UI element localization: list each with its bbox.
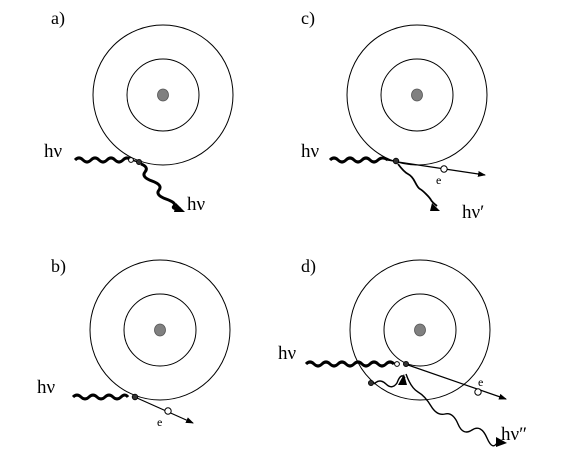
electron-filled (392, 157, 400, 165)
inner-electron (367, 379, 374, 386)
panel-d (304, 259, 507, 447)
panel-c-electron-label: e (436, 173, 442, 187)
ejected-electron (474, 388, 482, 396)
outer-shell (89, 259, 231, 401)
incident-photon-wave (304, 360, 396, 368)
ejected-electron (164, 407, 172, 415)
scattered-photon-arrowhead (430, 203, 440, 211)
inner-shell (380, 58, 454, 132)
inner-shell (126, 58, 200, 132)
panel-b (71, 259, 231, 424)
transition-wave (373, 375, 406, 388)
panel-c (328, 24, 488, 211)
inner-shell (383, 293, 457, 367)
panel-c-scattered-photon-label: hν′ (462, 202, 485, 223)
electron-open (128, 157, 134, 163)
incident-photon-wave (328, 156, 389, 164)
nucleus (157, 88, 169, 102)
panel-b-label: b) (51, 256, 66, 276)
incident-photon-wave (71, 393, 130, 401)
panel-d-incident-photon-label: hν (278, 343, 297, 364)
electron-filled (131, 393, 139, 401)
transition-arrowhead (398, 374, 407, 385)
emitted-photon-arrowhead (174, 203, 185, 212)
panel-a-label: a) (51, 8, 65, 28)
panel-c-label: c) (301, 8, 315, 28)
inner-shell (123, 293, 197, 367)
incident-photon-wave (73, 156, 133, 164)
electron-filled (135, 158, 142, 165)
secondary-photon-arrowhead (496, 437, 507, 447)
panel-a-emitted-photon-label: hν (187, 194, 206, 215)
electron-filled (402, 360, 409, 367)
emitted-photon-wave (140, 162, 182, 211)
panel-a-incident-photon-label: hν (44, 141, 63, 162)
panel-a (73, 24, 234, 212)
ejected-electron (440, 165, 448, 173)
electron-open (394, 361, 400, 367)
panel-d-label: d) (301, 256, 316, 276)
panel-d-secondary-photon-label: hν″ (501, 424, 528, 445)
panel-b-incident-photon-label: hν (37, 377, 56, 398)
panel-d-electron-label: e (478, 375, 484, 389)
scattered-photon-wave (397, 163, 438, 207)
nucleus (411, 88, 423, 102)
panel-b-electron-label: e (157, 415, 163, 429)
panel-c-incident-photon-label: hν (301, 141, 320, 162)
nucleus (154, 323, 166, 337)
secondary-photon-wave (405, 373, 499, 447)
nucleus (414, 323, 426, 337)
outer-shell (349, 259, 491, 401)
outer-shell (92, 24, 234, 166)
electron-path (407, 364, 507, 400)
